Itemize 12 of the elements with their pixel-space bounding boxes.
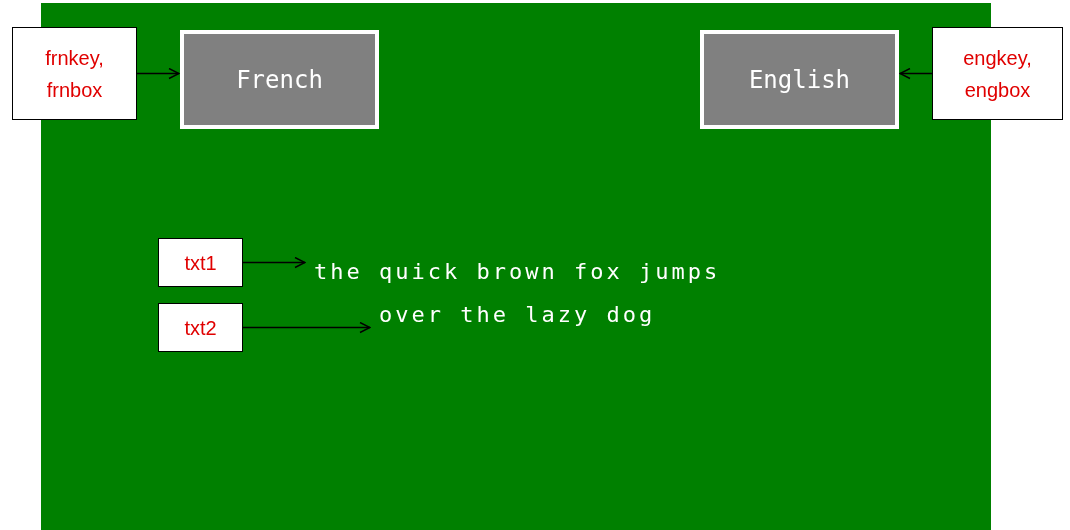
english-button: English [700, 30, 899, 129]
arrow [242, 321, 371, 334]
display-text: the quick brown fox jumps [306, 253, 736, 289]
callout-label: txt1 [158, 238, 243, 287]
arrow [242, 256, 306, 269]
french-button: French [180, 30, 379, 129]
callout-label: frnkey, frnbox [12, 27, 137, 120]
display-text: over the lazy dog [371, 297, 671, 331]
arrow [899, 67, 933, 80]
callout-label: txt2 [158, 303, 243, 352]
arrow [136, 67, 180, 80]
callout-label: engkey, engbox [932, 27, 1063, 120]
